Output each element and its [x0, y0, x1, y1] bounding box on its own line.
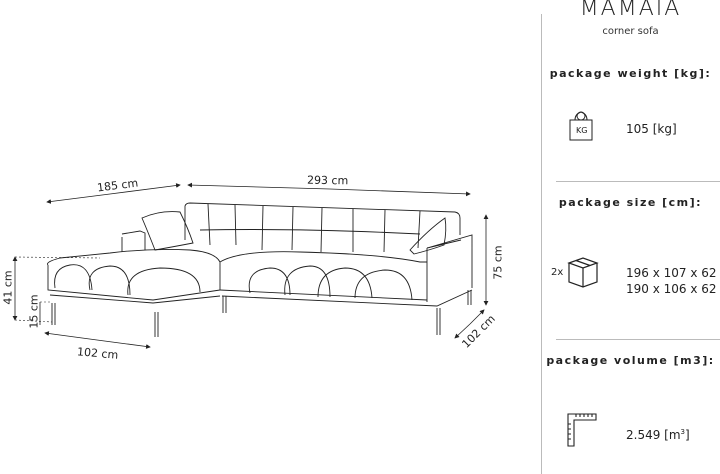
volume-value: 2.549 [m3] — [626, 428, 690, 442]
ruler-square-icon — [567, 413, 597, 447]
box-icon — [567, 257, 599, 288]
divider — [556, 339, 720, 340]
dimension-arrows — [12, 182, 489, 349]
product-type: corner sofa — [602, 26, 659, 37]
size-value-1: 196 x 107 x 62 — [626, 266, 717, 280]
weight-heading: package weight [kg]: — [549, 67, 712, 80]
kg-icon-label: KG — [576, 126, 588, 135]
divider — [556, 181, 720, 182]
product-name: MAMAIA — [579, 0, 682, 21]
spec-panel: MAMAIA corner sofa package weight [kg]: … — [541, 0, 720, 474]
size-value-2: 190 x 106 x 62 — [626, 282, 717, 296]
dim-total-width: 293 cm — [306, 173, 349, 188]
dim-seat-height: 41 cm — [1, 270, 15, 305]
sofa-outline — [47, 202, 473, 337]
dim-leg-height: 15 cm — [27, 294, 41, 329]
sofa-line-drawing — [12, 182, 489, 349]
volume-heading: package volume [m3]: — [546, 354, 715, 367]
weight-value: 105 [kg] — [626, 122, 677, 136]
size-heading: package size [cm]: — [558, 196, 703, 209]
dim-height: 75 cm — [491, 245, 505, 280]
weight-kg-icon — [569, 111, 593, 141]
divider — [541, 14, 542, 474]
box-count: 2x — [551, 267, 564, 278]
